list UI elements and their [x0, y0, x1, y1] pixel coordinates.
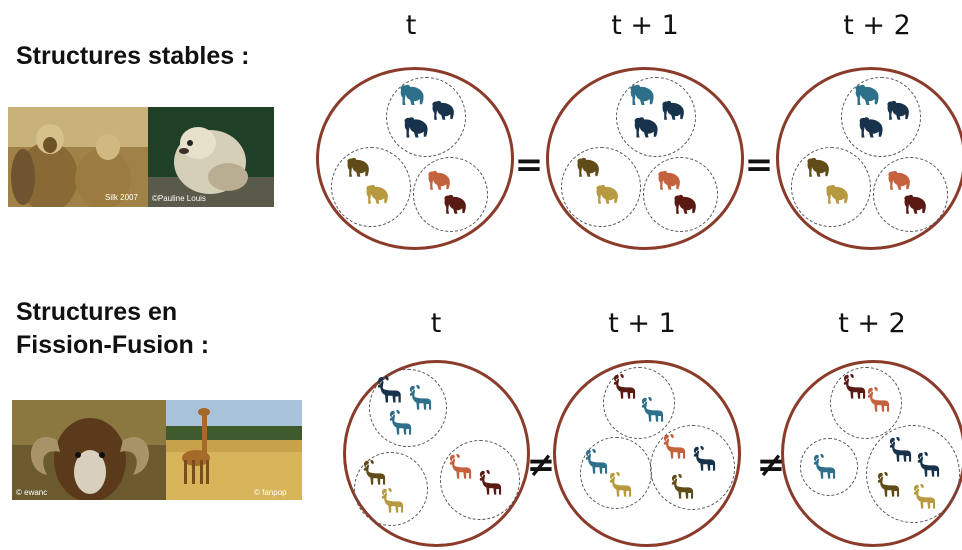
- primate-icon: [575, 155, 603, 179]
- social-group: [873, 157, 948, 232]
- stable-structures-heading: Structures stables :: [16, 40, 249, 73]
- social-group: [561, 147, 641, 227]
- ram-icon: [380, 486, 408, 514]
- ram-icon: [866, 385, 894, 413]
- primate-icon: [364, 182, 392, 206]
- primate-icon: [660, 98, 688, 122]
- primate-icon: [345, 155, 373, 179]
- ram-icon: [608, 470, 636, 498]
- time-label-t-plus-1: t + 1: [611, 10, 679, 41]
- giraffe-photo: © fanpop: [166, 400, 302, 500]
- social-group: [800, 438, 858, 496]
- heading-line: Fission-Fusion :: [16, 331, 210, 359]
- primate-icon: [430, 98, 458, 122]
- social-group: [650, 425, 735, 510]
- social-group: [791, 147, 871, 227]
- primate-icon: [853, 82, 883, 107]
- primate-icon: [402, 114, 432, 140]
- ram-icon: [408, 383, 436, 411]
- ram-icon: [692, 444, 720, 472]
- ram-icon: [912, 482, 940, 510]
- equals-sign: =: [744, 145, 774, 185]
- time-label-t-plus-2: t + 2: [843, 10, 911, 41]
- social-group: [386, 77, 466, 157]
- time-label-t: t: [430, 308, 442, 339]
- ram-icon: [662, 432, 690, 460]
- social-group: [603, 367, 675, 439]
- heading-line: Structures en: [16, 298, 178, 326]
- primate-icon: [902, 192, 930, 216]
- photo-credit: ©Pauline Louis: [152, 194, 206, 203]
- social-group: [643, 157, 718, 232]
- ram-icon: [640, 395, 668, 423]
- ram-icon: [362, 458, 390, 486]
- not-equal-sign: ≠: [526, 445, 556, 485]
- social-group: [866, 425, 960, 523]
- primate-icon: [398, 82, 428, 107]
- primate-icon: [805, 155, 833, 179]
- primate-icon: [426, 168, 454, 192]
- population-circle-t: [316, 67, 514, 250]
- ram-icon: [876, 470, 904, 498]
- ram-icon: [888, 435, 916, 463]
- population-circle-t: [343, 360, 530, 547]
- social-group: [830, 367, 902, 439]
- time-label-t-plus-2: t + 2: [838, 308, 906, 339]
- ram-icon: [376, 374, 406, 404]
- time-label-t-plus-1: t + 1: [608, 308, 676, 339]
- primate-icon: [857, 114, 887, 140]
- population-circle-t-plus-1: [546, 67, 744, 250]
- population-circle-t-plus-2: [781, 360, 962, 547]
- primate-icon: [656, 168, 684, 192]
- primate-icon: [672, 192, 700, 216]
- mouflon-photo: © ewanc: [12, 400, 166, 500]
- primate-icon: [594, 182, 622, 206]
- social-group: [331, 147, 411, 227]
- time-label-t: t: [405, 10, 417, 41]
- fission-fusion-heading: Structures en Fission-Fusion :: [16, 296, 209, 362]
- population-circle-t-plus-2: [776, 67, 962, 250]
- social-group: [616, 77, 696, 157]
- social-group: [354, 452, 428, 526]
- marmot-photo: ©Pauline Louis: [148, 107, 274, 207]
- primate-icon: [885, 98, 913, 122]
- photo-credit: Silk 2007: [105, 193, 138, 202]
- photo-credit: © fanpop: [254, 488, 287, 497]
- photo-credit: © ewanc: [16, 488, 48, 497]
- baboon-photo: Silk 2007: [8, 107, 148, 207]
- primate-icon: [886, 168, 914, 192]
- ram-icon: [670, 472, 698, 500]
- primate-icon: [632, 114, 662, 140]
- ram-icon: [388, 408, 416, 436]
- primate-icon: [628, 82, 658, 107]
- ram-icon: [612, 372, 640, 400]
- ram-icon: [916, 450, 944, 478]
- social-group: [369, 369, 447, 447]
- population-circle-t-plus-1: [553, 360, 741, 547]
- social-group: [841, 77, 921, 157]
- ram-icon: [448, 452, 476, 480]
- primate-icon: [442, 192, 470, 216]
- primate-icon: [824, 182, 852, 206]
- not-equal-sign: ≠: [756, 445, 786, 485]
- ram-icon: [478, 468, 506, 496]
- heading-line: Structures stables :: [16, 42, 250, 70]
- equals-sign: =: [514, 145, 544, 185]
- ram-icon: [812, 452, 840, 480]
- social-group: [440, 440, 520, 520]
- social-group: [413, 157, 488, 232]
